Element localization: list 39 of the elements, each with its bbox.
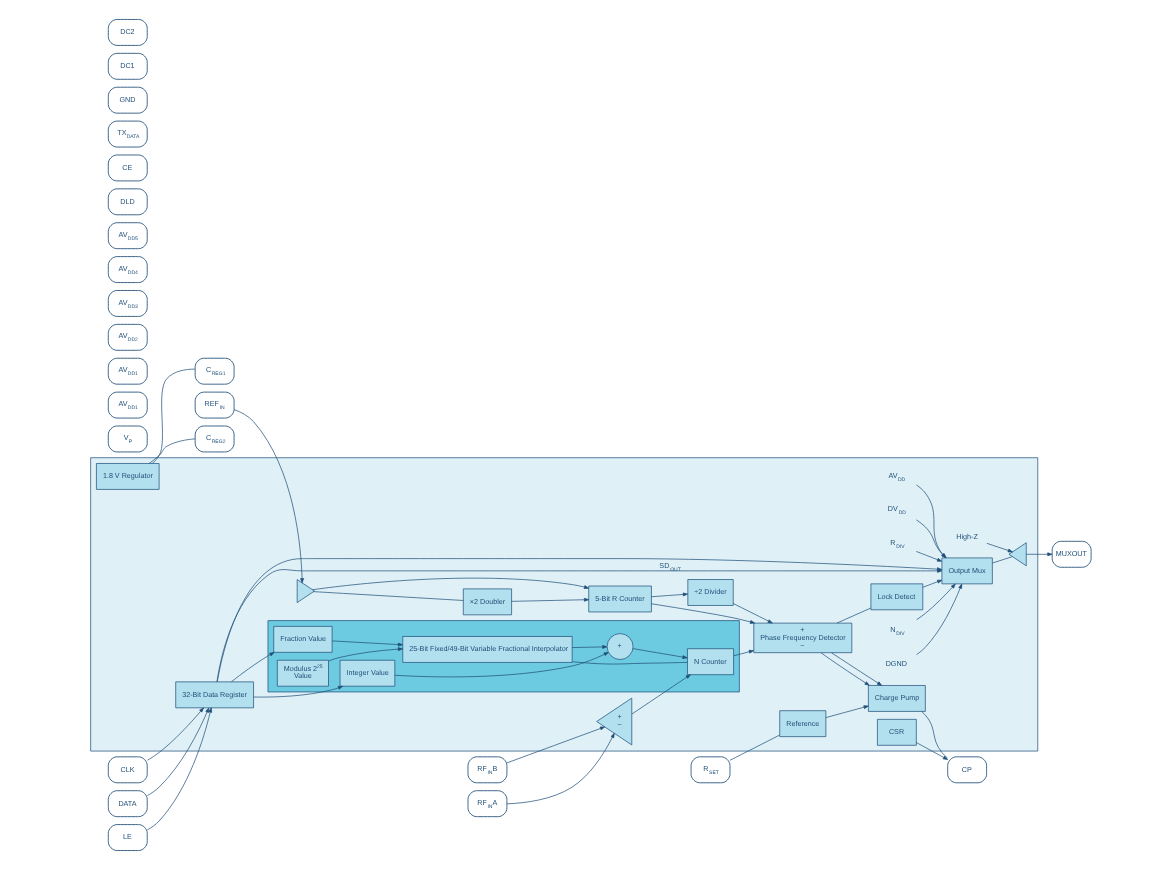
arrow xyxy=(570,645,607,649)
arrow xyxy=(146,707,203,761)
arrow xyxy=(819,652,869,686)
arrow xyxy=(915,742,947,760)
arrow xyxy=(915,583,962,655)
arrow xyxy=(985,543,1012,553)
arrow xyxy=(146,707,209,796)
arrow xyxy=(505,732,614,805)
arrow xyxy=(230,652,274,683)
arrow xyxy=(330,640,402,647)
connector xyxy=(151,368,195,464)
arrow xyxy=(505,726,604,764)
arrow xyxy=(311,577,589,591)
connector xyxy=(570,661,687,665)
arrow xyxy=(915,583,955,621)
arrow xyxy=(732,649,753,657)
cluster xyxy=(89,457,1038,752)
arrow xyxy=(393,652,608,678)
arrow xyxy=(252,685,342,698)
arrow xyxy=(232,409,303,584)
arrow xyxy=(824,705,868,718)
connector xyxy=(920,711,947,759)
arrow xyxy=(631,648,687,659)
arrow xyxy=(146,707,212,831)
arrow xyxy=(630,674,690,715)
arrow xyxy=(650,592,687,598)
arrow xyxy=(921,579,942,588)
arrow xyxy=(830,652,882,686)
connector xyxy=(728,734,779,761)
arrow xyxy=(510,597,589,602)
connector xyxy=(991,556,1012,564)
connector xyxy=(147,438,195,464)
arrow xyxy=(731,603,772,624)
arrow xyxy=(327,647,402,662)
connector xyxy=(835,607,871,624)
arrow xyxy=(915,551,942,562)
connector xyxy=(312,591,463,601)
arrow xyxy=(650,603,754,624)
arrow xyxy=(1024,552,1052,557)
